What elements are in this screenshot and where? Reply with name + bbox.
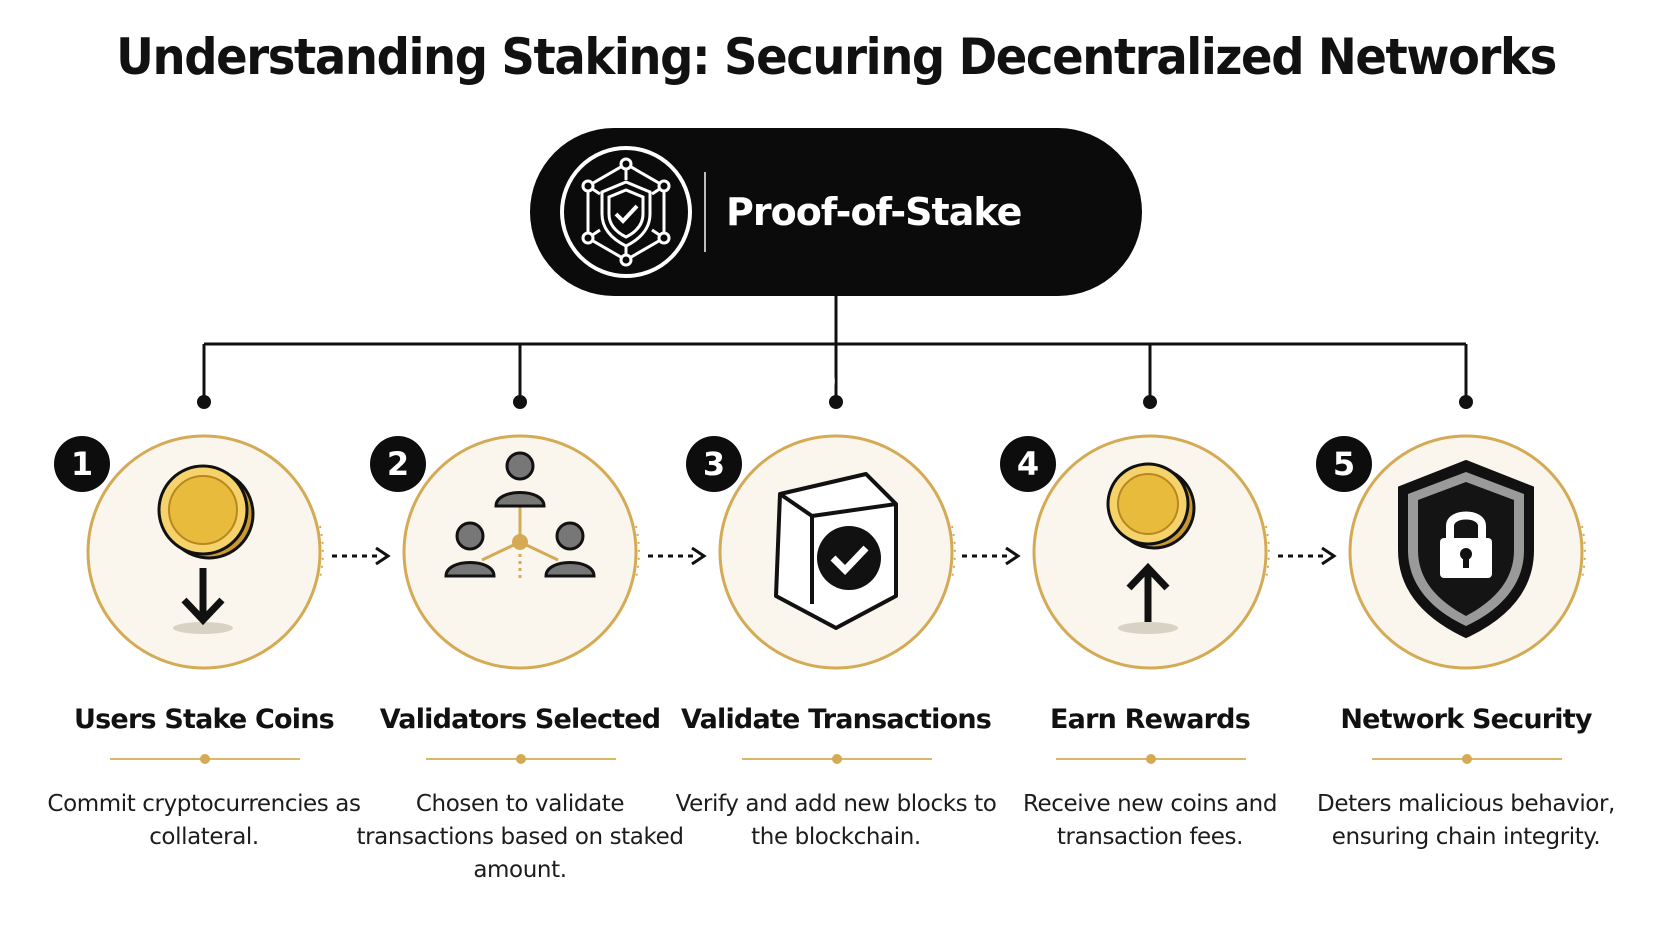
validators-network-icon: [444, 451, 596, 582]
step-description: Commit cryptocurrencies as collateral.: [47, 791, 361, 850]
step-3: 3 Validate Transactions Verify and add n…: [676, 432, 997, 902]
step-title: Validators Selected: [379, 704, 661, 735]
connector-dot: [513, 395, 527, 409]
step-number: 5: [1316, 436, 1372, 492]
step-circle: [1032, 434, 1270, 670]
step-2: 2 Validators Selected Chosen to validate…: [356, 432, 684, 902]
hub-divider: [704, 172, 706, 252]
step-description: Receive new coins and transaction fees.: [1022, 791, 1278, 850]
step-title: Network Security: [1340, 704, 1592, 735]
step-separator: [110, 753, 300, 765]
step-title: Users Stake Coins: [74, 704, 335, 735]
connector-dot: [1143, 395, 1157, 409]
step-separator: [1056, 753, 1246, 765]
connector-dot: [197, 395, 211, 409]
hub-label: Proof-of-Stake (PoS): [726, 190, 1022, 402]
coin-down-arrow-icon: [157, 464, 255, 634]
step-number: 2: [370, 436, 426, 492]
block-check-icon: [774, 472, 898, 630]
step-title: Validate Transactions: [680, 704, 992, 735]
step-description: Deters malicious behavior, ensuring chai…: [1317, 791, 1615, 850]
flow-arrow-3-4: [962, 546, 1021, 566]
step-description: Chosen to validate transactions based on…: [356, 791, 684, 883]
step-number: 4: [1000, 436, 1056, 492]
step-4: 4 Earn Rewards Receive new coins and tra…: [1000, 432, 1300, 902]
step-1: 1 Users Stake Coins Commit cryptocurrenc…: [47, 432, 361, 902]
connector-dot: [829, 395, 843, 409]
step-separator: [742, 753, 932, 765]
step-number: 3: [686, 436, 742, 492]
step-separator: [1372, 753, 1562, 765]
connector-dot: [1459, 395, 1473, 409]
step-number: 1: [54, 436, 110, 492]
step-5: 5 Network Security Deters malicious beha…: [1316, 432, 1616, 902]
diagram-title: Understanding Staking: Securing Decentra…: [116, 28, 1557, 86]
flow-arrow-4-5: [1278, 546, 1337, 566]
network-shield-icon: [560, 146, 692, 278]
flow-arrow-1-2: [332, 546, 391, 566]
coin-up-arrow-icon: [1106, 462, 1196, 634]
step-circle: [402, 434, 640, 670]
step-title: Earn Rewards: [1050, 704, 1251, 735]
flow-arrow-2-3: [648, 546, 707, 566]
step-description: Verify and add new blocks to the blockch…: [675, 791, 997, 850]
step-separator: [426, 753, 616, 765]
shield-lock-icon: [1398, 459, 1534, 639]
proof-of-stake-hub: Proof-of-Stake (PoS): [530, 128, 1142, 402]
